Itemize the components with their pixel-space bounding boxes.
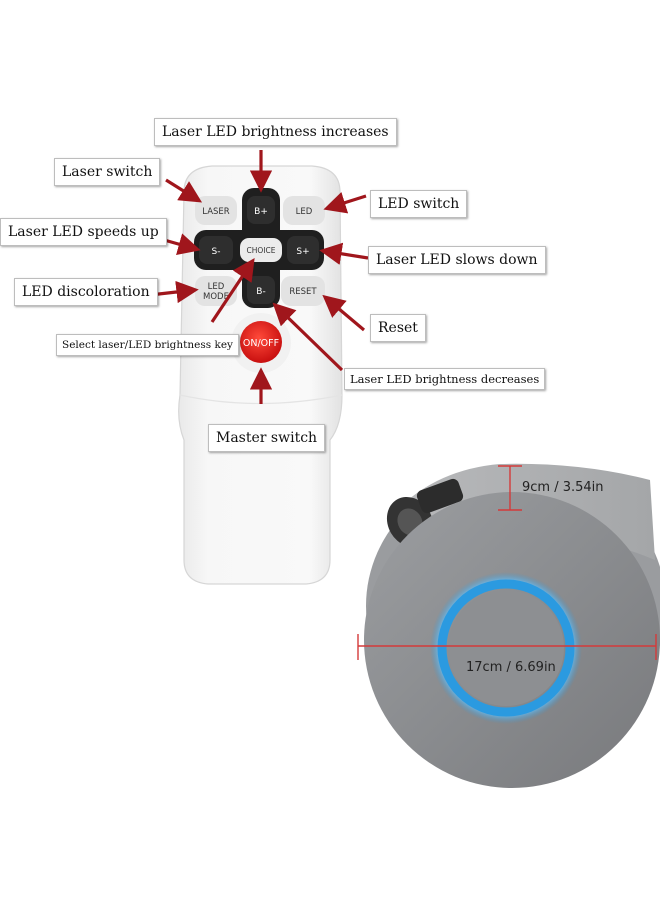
callout-reset: Reset xyxy=(370,314,426,342)
speed-up-key[interactable]: S+ xyxy=(287,236,319,264)
led-mode-key-label-1: LED xyxy=(208,282,225,292)
height-dimension xyxy=(498,465,522,511)
callout-speeds-up: Laser LED speeds up xyxy=(0,218,167,246)
on-off-button[interactable]: ON/OFF xyxy=(231,313,291,373)
brightness-down-key[interactable]: B- xyxy=(247,276,275,304)
laser-key[interactable]: LASER xyxy=(195,196,237,225)
callout-brightness-down: Laser LED brightness decreases xyxy=(344,368,546,390)
callout-select-key: Select laser/LED brightness key xyxy=(56,334,239,356)
arrow-brightness-down xyxy=(272,302,344,372)
arrow-select-key xyxy=(210,258,255,323)
laser-key-label: LASER xyxy=(202,207,230,217)
callout-brightness-up: Laser LED brightness increases xyxy=(154,118,397,146)
choice-key-label: CHOICE xyxy=(247,246,276,255)
speed-down-key[interactable]: S- xyxy=(199,236,233,264)
brightness-down-key-label: B- xyxy=(256,287,265,297)
arrow-led-switch xyxy=(323,192,367,214)
led-key-label: LED xyxy=(296,207,313,217)
blue-ring xyxy=(437,579,575,717)
on-off-button-label: ON/OFF xyxy=(243,338,279,349)
arrow-laser-switch xyxy=(165,178,203,203)
callout-slows-down: Laser LED slows down xyxy=(368,246,546,274)
callout-discoloration: LED discoloration xyxy=(14,278,158,306)
arrow-reset xyxy=(322,294,366,332)
ring-center xyxy=(448,590,564,706)
callout-master-switch: Master switch xyxy=(208,424,326,452)
brightness-up-key[interactable]: B+ xyxy=(247,196,275,224)
diameter-dimension-label: 17cm / 6.69in xyxy=(466,660,556,675)
height-dimension-label: 9cm / 3.54in xyxy=(522,480,604,495)
callout-arrows xyxy=(149,150,369,404)
diameter-dimension xyxy=(357,634,657,660)
reset-key[interactable]: RESET xyxy=(281,276,325,306)
speed-up-key-label: S+ xyxy=(296,247,309,257)
arrow-slows-down xyxy=(319,242,369,265)
choice-key[interactable]: CHOICE xyxy=(240,238,282,262)
speed-down-key-label: S- xyxy=(212,247,221,257)
callout-led-switch: LED switch xyxy=(370,190,468,218)
top-lens xyxy=(416,478,464,514)
brightness-up-key-label: B+ xyxy=(254,207,268,217)
led-key[interactable]: LED xyxy=(283,196,325,225)
callout-laser-switch: Laser switch xyxy=(54,158,161,186)
reset-key-label: RESET xyxy=(289,287,317,297)
led-mode-key-label-2: MODE xyxy=(203,292,229,302)
